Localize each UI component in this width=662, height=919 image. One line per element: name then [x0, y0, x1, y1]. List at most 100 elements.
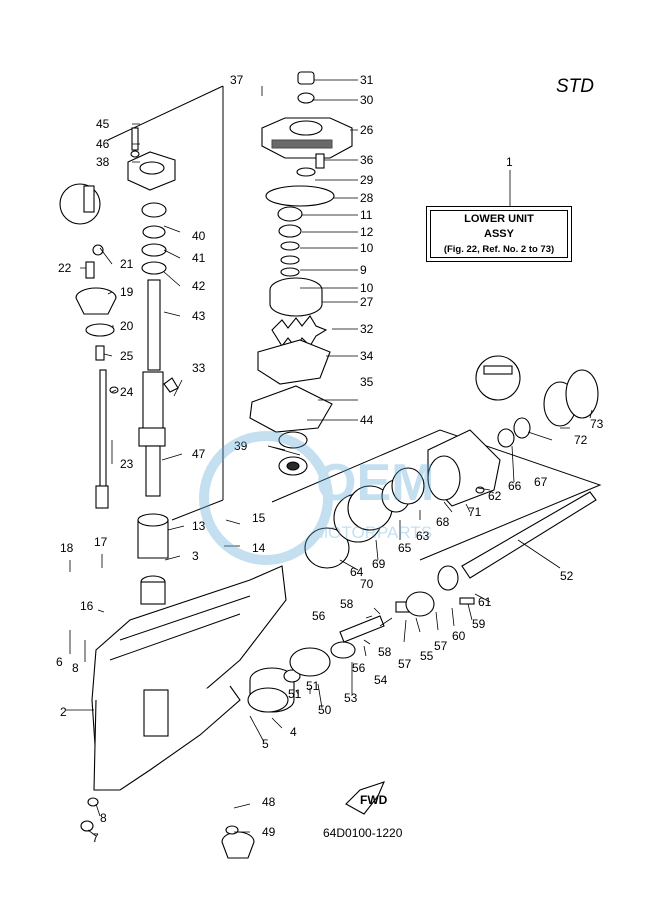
callout-45: 45: [96, 117, 110, 131]
callout-57: 57: [434, 639, 448, 653]
watermark-sub: MOTORPARTS: [314, 523, 432, 542]
callout-41: 41: [192, 251, 206, 265]
assembly-line2: ASSY: [484, 228, 514, 240]
leader-lines: [66, 79, 593, 837]
callout-14: 14: [252, 541, 266, 555]
callout-16: 16: [80, 599, 94, 613]
callout-52: 52: [560, 569, 574, 583]
drive-shaft-group: [127, 127, 176, 605]
callout-58: 58: [340, 597, 354, 611]
callout-62: 62: [488, 489, 502, 503]
fwd-label: FWD: [360, 793, 388, 807]
callout-64: 64: [350, 565, 364, 579]
callout-30: 30: [360, 93, 374, 107]
callout-20: 20: [120, 319, 134, 333]
callout-46: 46: [96, 137, 110, 151]
callout-72: 72: [574, 433, 588, 447]
callout-10: 10: [360, 241, 374, 255]
callout-50: 50: [318, 703, 332, 717]
callout-8: 8: [72, 661, 79, 675]
callout-38: 38: [96, 155, 110, 169]
callout-51: 51: [306, 679, 320, 693]
callout-2: 2: [60, 705, 67, 719]
callout-3: 3: [192, 549, 199, 563]
callout-49: 49: [262, 825, 276, 839]
assembly-line3: (Fig. 22, Ref. No. 2 to 73): [443, 244, 555, 255]
callout-44: 44: [360, 413, 374, 427]
callout-15: 15: [252, 511, 266, 525]
variant-label: STD: [556, 76, 594, 97]
callout-68: 68: [436, 515, 450, 529]
callout-36: 36: [360, 153, 374, 167]
callout-4: 4: [290, 725, 297, 739]
callout-55: 55: [420, 649, 434, 663]
callout-22: 22: [58, 261, 72, 275]
callout-27: 27: [360, 295, 374, 309]
callout-17: 17: [94, 535, 108, 549]
callout-65: 65: [398, 541, 412, 555]
callout-labels: 3130263629281112109102732343544393745463…: [56, 73, 604, 845]
callout-70: 70: [360, 577, 374, 591]
callout-63: 63: [416, 529, 430, 543]
assembly-ref-number: 1: [506, 155, 513, 169]
shift-rod-group: [59, 183, 179, 509]
callout-56: 56: [312, 609, 326, 623]
callout-60: 60: [452, 629, 466, 643]
lower-casing: [80, 565, 287, 859]
callout-13: 13: [192, 519, 206, 533]
assembly-box-inner: [430, 210, 568, 258]
callout-5: 5: [262, 737, 269, 751]
callout-53: 53: [344, 691, 358, 705]
callout-35: 35: [360, 375, 374, 389]
callout-11: 11: [360, 208, 373, 222]
callout-9: 9: [360, 263, 367, 277]
watermark-logo: OEM MOTORPARTS: [196, 428, 446, 568]
water-pump-group: [249, 71, 353, 476]
callout-67: 67: [534, 475, 548, 489]
callout-25: 25: [120, 349, 134, 363]
callout-39: 39: [234, 439, 248, 453]
callout-57: 57: [398, 657, 412, 671]
callout-48: 48: [262, 795, 276, 809]
callout-66: 66: [508, 479, 522, 493]
callout-56: 56: [352, 661, 366, 675]
callout-40: 40: [192, 229, 206, 243]
callout-23: 23: [120, 457, 134, 471]
group-bracket-lines: [107, 85, 602, 561]
fwd-arrow-icon: FWD: [345, 781, 388, 815]
callout-71: 71: [468, 505, 482, 519]
callout-51: 51: [288, 687, 302, 701]
callout-18: 18: [60, 541, 74, 555]
callout-69: 69: [372, 557, 386, 571]
assembly-line1: LOWER UNIT: [464, 213, 534, 225]
callout-24: 24: [120, 385, 134, 399]
callout-59: 59: [472, 617, 486, 631]
callout-28: 28: [360, 191, 374, 205]
callout-33: 33: [192, 361, 206, 375]
callout-26: 26: [360, 123, 374, 137]
callout-8: 8: [100, 811, 107, 825]
diagram-code: 64D0100-1220: [323, 826, 403, 840]
callout-19: 19: [120, 285, 134, 299]
callout-58: 58: [378, 645, 392, 659]
callout-42: 42: [192, 279, 206, 293]
callout-73: 73: [590, 417, 604, 431]
callout-37: 37: [230, 73, 244, 87]
callout-7: 7: [92, 831, 99, 845]
callout-29: 29: [360, 173, 374, 187]
callout-54: 54: [374, 673, 388, 687]
propeller-shaft-group: [247, 355, 599, 713]
callout-12: 12: [360, 225, 374, 239]
callout-34: 34: [360, 349, 374, 363]
callout-21: 21: [120, 257, 134, 271]
callout-47: 47: [192, 447, 206, 461]
callout-10: 10: [360, 281, 374, 295]
watermark-brand: OEM: [316, 454, 434, 512]
callout-32: 32: [360, 322, 374, 336]
callout-61: 61: [478, 595, 492, 609]
callout-6: 6: [56, 655, 63, 669]
callout-31: 31: [360, 73, 374, 87]
assembly-box: LOWER UNIT ASSY (Fig. 22, Ref. No. 2 to …: [426, 206, 572, 262]
callout-43: 43: [192, 309, 206, 323]
